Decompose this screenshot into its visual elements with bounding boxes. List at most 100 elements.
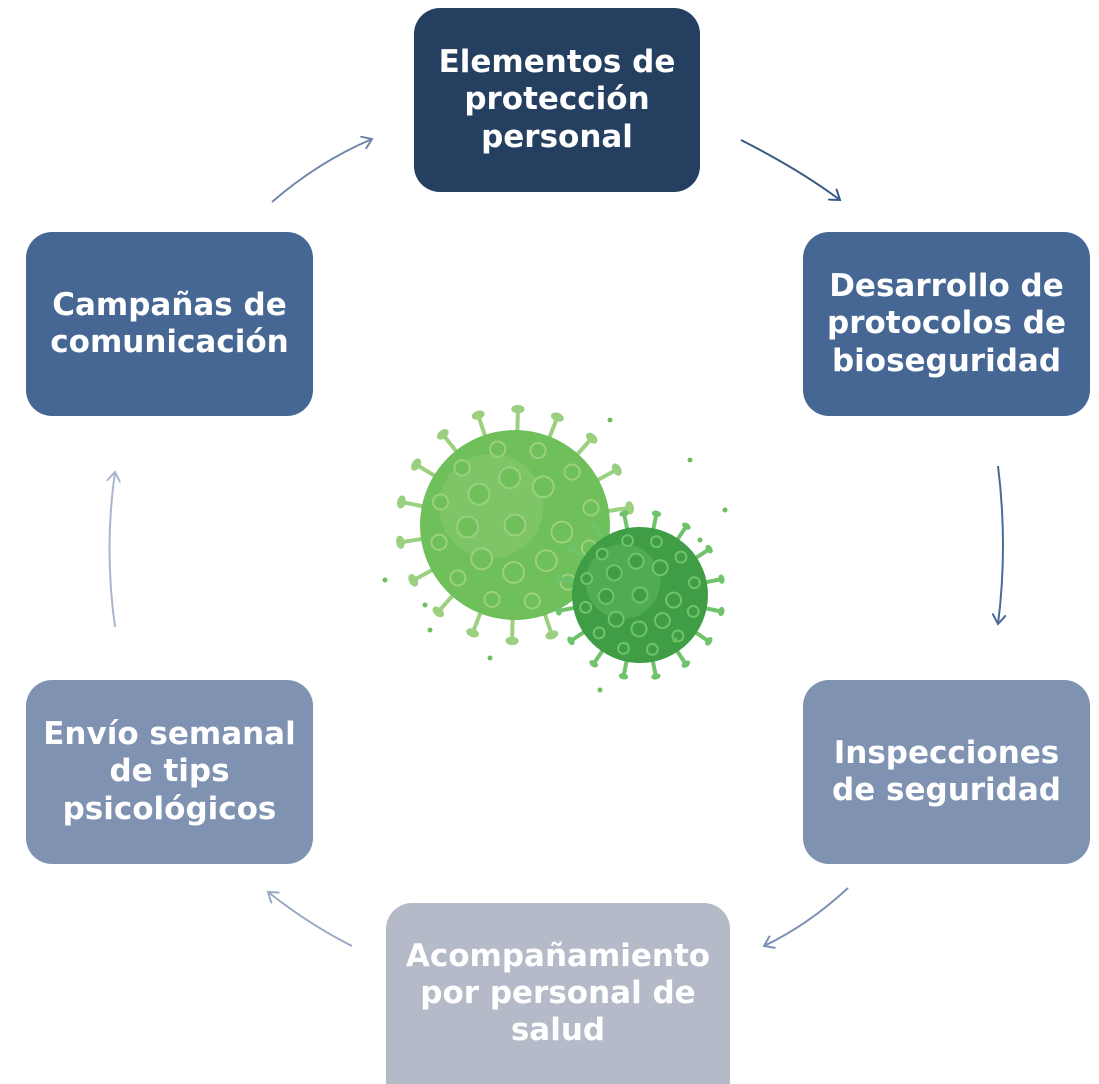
virus-dot: [529, 441, 547, 460]
virus-spike-tip: [705, 637, 713, 646]
virus-dot: [431, 493, 450, 511]
virus-dot: [686, 605, 700, 618]
virus-speck: [422, 602, 428, 608]
virus-dot: [456, 515, 479, 539]
virus-dot: [449, 569, 467, 587]
node-protocolos-bioseguridad: Desarrollo de protocolos de bioseguridad: [803, 232, 1090, 416]
virus-spike-tip: [567, 636, 575, 646]
virus-spike-tip: [705, 544, 713, 554]
node-label: Campañas de comunicación: [50, 286, 289, 360]
virus-dot: [430, 533, 448, 551]
virus-dot: [651, 559, 669, 577]
virus-speck: [427, 627, 433, 633]
virus-speck: [697, 537, 703, 543]
virus-dot: [582, 499, 600, 517]
arrow-n2-to-n3: [998, 465, 1003, 624]
virus-dot: [563, 463, 581, 481]
virus-spike-tip: [511, 404, 525, 414]
virus-dot: [631, 586, 649, 604]
virus-spike-tip: [411, 458, 422, 471]
virus-spike-tip: [555, 573, 562, 584]
node-elementos-proteccion: Elementos de protección personal: [414, 8, 700, 192]
virus-speck: [687, 457, 693, 463]
virus-dot: [467, 482, 491, 506]
node-inspecciones-seguridad: Inspecciones de seguridad: [803, 680, 1090, 864]
virus-spike-tip: [545, 630, 559, 640]
virus-spike-tip: [436, 429, 449, 440]
virus-dot: [483, 590, 501, 609]
virus-large-icon: [396, 404, 634, 646]
virus-specks: [382, 417, 728, 693]
virus-spike-tip: [651, 510, 662, 517]
virus-dot: [674, 550, 688, 564]
virus-spike-tip: [618, 673, 629, 680]
node-acompanamiento-salud: Acompañamiento por personal de salud: [386, 903, 730, 1084]
virus-small-icon: [555, 510, 725, 680]
virus-spike-tip: [682, 522, 691, 530]
virus-dot: [607, 610, 625, 628]
virus-speck: [597, 687, 603, 693]
virus-spike-tip: [471, 410, 485, 420]
node-label: Acompañamiento por personal de salud: [405, 937, 711, 1049]
virus-dot: [523, 592, 541, 610]
virus-speck: [487, 655, 493, 661]
virus-spike-tip: [718, 574, 725, 584]
virus-dot: [645, 642, 659, 656]
coronavirus-illustration: [382, 404, 728, 693]
virus-dot: [597, 587, 615, 605]
virus-spike-tip: [551, 412, 564, 422]
virus-spike-tip: [619, 510, 629, 517]
virus-dot: [665, 591, 683, 609]
node-label: Inspecciones de seguridad: [832, 734, 1061, 808]
virus-dot: [498, 466, 522, 490]
node-label: Desarrollo de protocolos de bioseguridad: [827, 268, 1066, 379]
virus-dot: [453, 459, 471, 477]
node-label: Envío semanal de tips psicológicos: [43, 716, 296, 827]
virus-dot: [502, 561, 526, 584]
virus-dot: [595, 547, 609, 561]
virus-spike-tip: [611, 463, 622, 476]
virus-dot: [531, 475, 555, 499]
virus-spike-tip: [589, 522, 599, 530]
virus-dot: [621, 534, 635, 548]
arrow-n3-to-n4: [764, 887, 849, 946]
arrow-n5-to-n6: [110, 472, 116, 628]
virus-dot: [503, 513, 527, 537]
virus-speck: [382, 577, 388, 583]
virus-dot: [630, 620, 648, 638]
virus-speck: [607, 417, 613, 423]
virus-spike-tip: [586, 432, 598, 444]
arrow-n6-to-n1: [271, 139, 372, 203]
virus-dot: [617, 641, 630, 655]
virus-dot: [605, 564, 623, 582]
arrow-n4-to-n5: [268, 892, 353, 947]
virus-spike-tip: [432, 606, 444, 618]
virus-spike-tip: [651, 673, 661, 680]
virus-spike-tip: [567, 544, 575, 553]
virus-spike-tip: [555, 606, 562, 616]
virus-dot: [687, 576, 701, 590]
node-label: Elementos de protección personal: [438, 44, 676, 155]
virus-spike-tip: [408, 574, 419, 587]
virus-spike-tip: [397, 495, 406, 509]
virus-dot: [592, 626, 606, 640]
arrow-n1-to-n2: [740, 139, 840, 200]
virus-dot: [534, 549, 558, 573]
virus-spike-tip: [589, 660, 598, 668]
virus-speck: [722, 507, 728, 513]
virus-spike-tip: [396, 535, 405, 549]
virus-dot: [650, 535, 663, 549]
virus-dot: [550, 520, 574, 544]
node-campanas-comunicacion: Campañas de comunicación: [26, 232, 313, 416]
virus-speck: [672, 637, 678, 643]
virus-dot: [627, 552, 645, 570]
virus-dot: [470, 547, 494, 571]
virus-spike-tip: [718, 606, 725, 617]
node-tips-psicologicos: Envío semanal de tips psicológicos: [26, 680, 313, 864]
virus-dot: [489, 440, 507, 458]
virus-dot: [580, 572, 594, 585]
virus-spike-tip: [505, 636, 519, 646]
virus-dot: [579, 600, 593, 614]
virus-dot: [653, 612, 671, 630]
